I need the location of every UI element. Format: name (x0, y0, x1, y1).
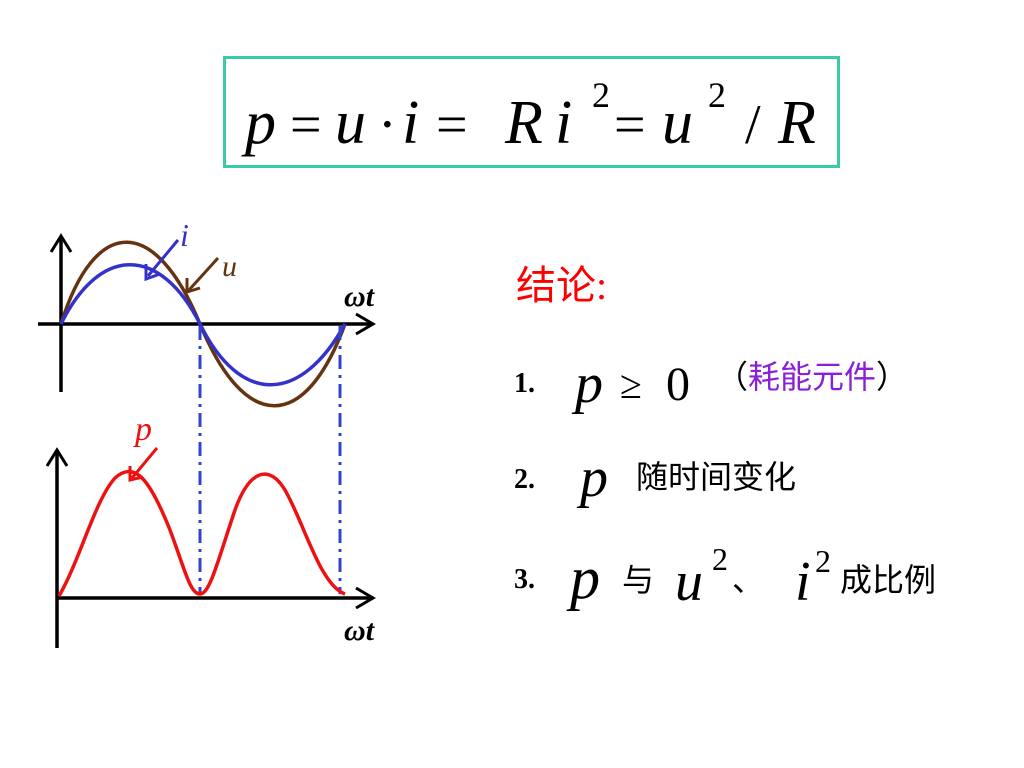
formula-R-2: R (777, 89, 816, 157)
formula-dot: · (378, 94, 397, 156)
item1-note-text: 耗能元件 (748, 358, 877, 396)
top-y-axis-arrow (49, 233, 73, 253)
item3-number: 3. (514, 564, 535, 595)
top-x-axis-arrow (355, 312, 376, 336)
item1-paren-open: （ (716, 358, 749, 396)
power-curve (57, 469, 346, 597)
formula-sup-1: 2 (592, 75, 610, 115)
formula-i-2: i (555, 89, 572, 157)
item3-i-sup: 2 (815, 543, 831, 579)
formula-eq-1: = (290, 94, 322, 156)
item3-with: 与 (622, 561, 655, 599)
current-pointer-head (144, 264, 161, 282)
voltage-pointer (187, 256, 220, 292)
top-axis-label: ωt (344, 280, 376, 313)
formula-eq-2: = (436, 94, 468, 156)
item2-number: 2. (514, 464, 535, 495)
current-pointer (146, 239, 180, 277)
formula-sup-2: 2 (708, 75, 726, 115)
item3-sep: 、 (732, 561, 765, 599)
conclusion-heading: 结论: (516, 263, 608, 308)
formula-eq-3: = (614, 94, 646, 156)
formula-slash: / (745, 94, 761, 156)
item1-zero: 0 (666, 358, 690, 411)
voltage-pointer-head (185, 278, 201, 295)
item3-u: u (675, 551, 703, 613)
bottom-x-axis-arrow (355, 586, 376, 610)
formula-p: p (241, 89, 276, 157)
item3-var: p (566, 545, 600, 611)
item3-i: i (795, 551, 811, 613)
power-pointer-head (128, 466, 144, 482)
item1-op: ≥ (620, 362, 642, 407)
waveform-diagram: i u ωt p ωt (38, 217, 376, 648)
item2-var: p (576, 447, 608, 509)
item1-paren-close: ） (876, 358, 909, 396)
power-pointer (130, 447, 159, 479)
formula-i: i (402, 89, 419, 157)
label-i: i (180, 217, 189, 253)
item1-note: （耗能元件） (716, 355, 908, 399)
item3-text: 成比例 (840, 561, 937, 599)
current-curve (59, 263, 347, 387)
formula-u: u (335, 89, 366, 157)
bottom-y-axis-arrow (45, 447, 69, 467)
formula-u-2: u (662, 89, 693, 157)
bottom-axis-label: ωt (344, 614, 376, 647)
label-u: u (222, 250, 237, 283)
item1-number: 1. (514, 368, 535, 399)
formula-R: R (504, 89, 543, 157)
item1-var: p (571, 353, 603, 415)
formula-box (223, 56, 840, 168)
item3-u-sup: 2 (712, 541, 728, 577)
label-p: p (133, 411, 152, 448)
item2-text: 随时间变化 (636, 458, 797, 496)
formula: p = u · i = R i 2 = u 2 / R (241, 75, 816, 157)
